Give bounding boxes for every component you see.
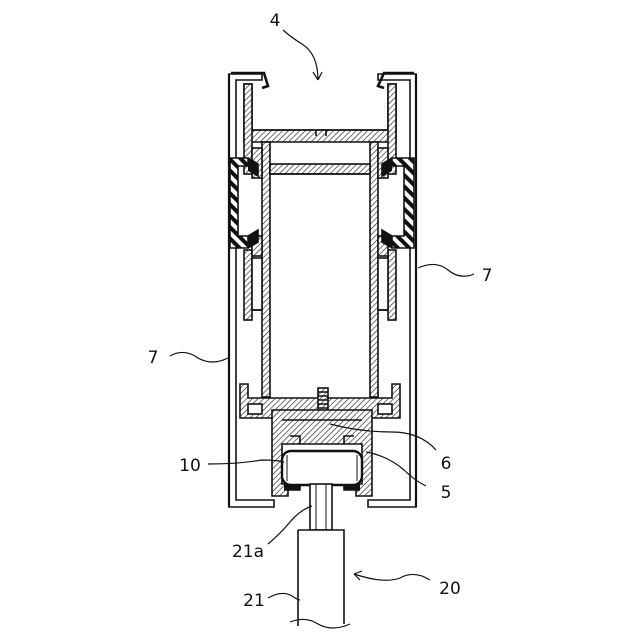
shaft [310,484,332,530]
label-5: 5 [441,483,452,503]
label-20: 20 [439,579,461,599]
label-7-right: 7 [482,266,493,286]
support-column [290,530,350,628]
top-channel [244,84,396,142]
label-4: 4 [270,11,281,31]
label-21a: 21a [232,542,264,562]
leader-20 [354,574,430,580]
roller [282,451,362,485]
label-10: 10 [179,456,201,476]
leader-7-right [418,264,474,276]
label-7-left: 7 [148,348,159,368]
leader-21 [268,593,300,600]
leader-7-left [170,352,228,362]
right-gasket [382,158,414,248]
inner-box [270,164,370,174]
label-6: 6 [441,454,452,474]
label-21: 21 [243,591,265,611]
